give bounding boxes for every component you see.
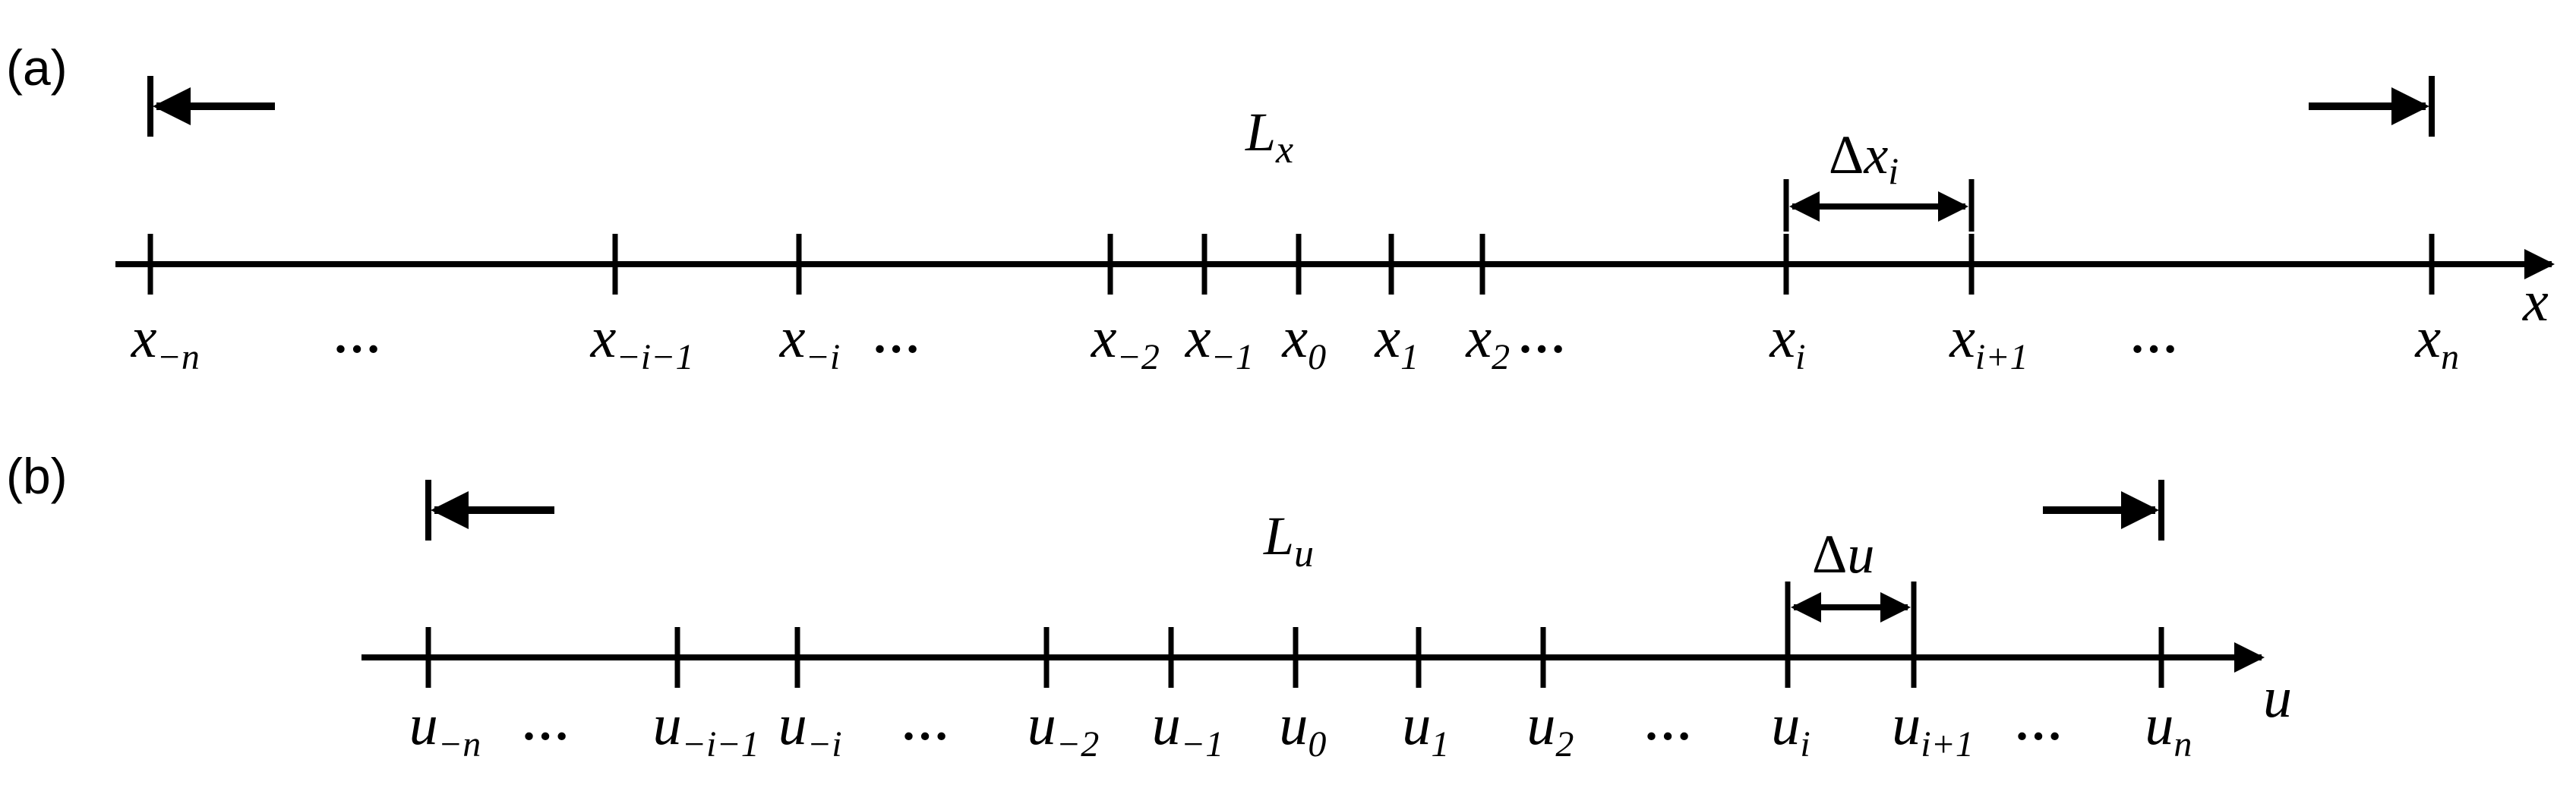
panel-b-label: (b) [6,448,68,504]
step-label-u: Δu [1812,524,1874,585]
tick-label: un [2145,693,2192,764]
x-tick-labels: x−n x−i−1 x−i x−2 x−1 x0 x1 x2 xi xi+1 xn [131,306,2459,377]
tick-label: u−1 [1152,693,1223,764]
ellipsis: … [333,309,381,363]
tick-label: x−n [131,306,200,377]
length-span-x [147,76,2435,137]
tick-label: x−2 [1091,306,1160,377]
step-bracket-x: Δxi [1783,125,1975,232]
tick-label: u2 [1526,693,1574,764]
tick-label: x0 [1281,306,1326,377]
ellipsis: … [872,309,920,363]
tick-label: u−i [778,693,842,764]
tick-label: u0 [1279,693,1326,764]
panel-a-label: (a) [6,39,68,96]
step-label-x: Δxi [1829,125,1899,192]
tick-label: u1 [1402,693,1449,764]
tick-label: xi [1769,306,1805,377]
x-ticks [147,234,2435,295]
u-ellipses: … … … … [521,696,2063,750]
length-label-x: Lx [1245,102,1293,172]
u-tick-labels: u−n u−i−1 u−i u−2 u−1 u0 u1 u2 ui ui+1 un [409,693,2192,764]
tick-label: x−i−1 [590,306,694,377]
length-span-u [425,480,2164,541]
tick-label: u−n [409,693,481,764]
panel-b: (b) Lu Δu u u−n u−i−1 u−i u−2 u−1 u0 u1 u2 ui ui+… [6,448,2292,764]
ellipsis: … [901,696,949,750]
u-ticks [425,627,2164,688]
tick-label: u−i−1 [653,693,759,764]
ellipsis: … [1643,696,1692,750]
ellipsis: … [1517,309,1566,363]
tick-label: x−i [779,306,840,377]
tick-label: x1 [1374,306,1419,377]
tick-label: xn [2414,306,2459,377]
ellipsis: … [2014,696,2063,750]
tick-label: xi+1 [1949,306,2028,377]
length-label-u: Lu [1263,506,1314,575]
step-bracket-u: Δu [1785,524,1917,632]
x-ellipses: … … … … [333,309,2178,363]
tick-label: x2 [1465,306,1510,377]
ellipsis: … [521,696,570,750]
panel-a: (a) Lx Δxi x x−n x−i−1 x−i x−2 x−1 x0 x1 x2 xi xi… [6,39,2555,377]
tick-label: x−1 [1185,306,1254,377]
x-axis-label: x [2522,269,2549,333]
u-axis-label: u [2263,666,2292,730]
tick-label: ui+1 [1892,693,1974,764]
tick-label: ui [1771,693,1810,764]
ellipsis: … [2129,309,2178,363]
tick-label: u−2 [1028,693,1099,764]
